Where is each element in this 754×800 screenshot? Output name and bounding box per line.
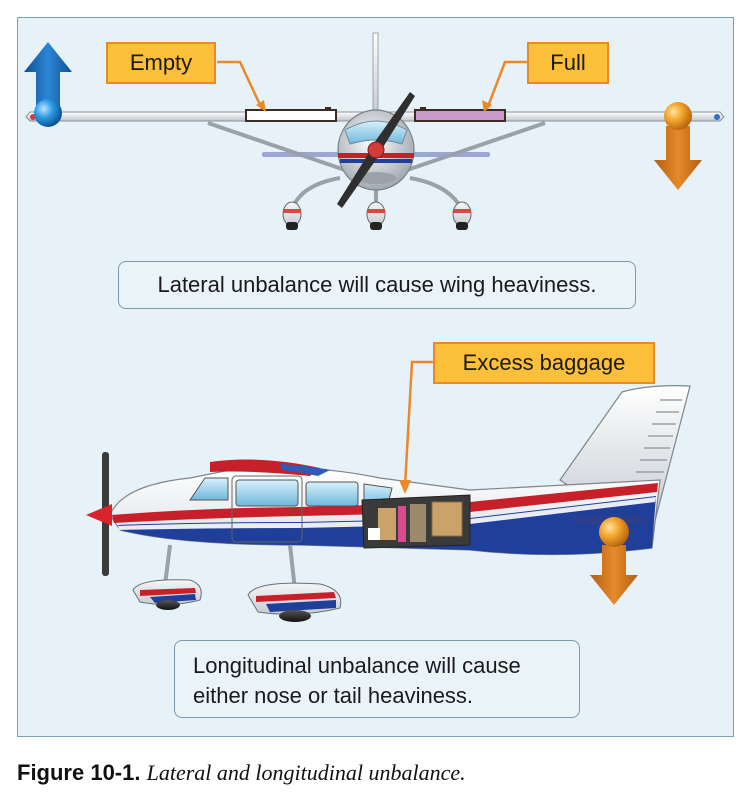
figure-caption: Figure 10-1. Lateral and longitudinal un… (17, 760, 466, 786)
spinner (367, 141, 385, 159)
excess-baggage-callout: Excess baggage (433, 342, 655, 384)
weight-ball-orange-bottom (599, 517, 629, 547)
rudder-hinge-lines (636, 399, 682, 473)
windshield-side (189, 477, 229, 501)
empty-leader-line (217, 60, 264, 110)
front-view-airplane (25, 32, 725, 230)
weight-ball-orange-top (664, 102, 692, 130)
cabin-window-front (235, 479, 299, 507)
full-fuel-tank (414, 109, 506, 122)
baggage-box-1 (378, 508, 396, 540)
cowl-inlet (356, 172, 396, 184)
empty-fuel-tank (245, 109, 337, 122)
main-gear-side (288, 544, 297, 591)
fuel-cap-right (420, 107, 426, 111)
wheel-left (282, 201, 302, 230)
main-gear-leg-right (409, 176, 464, 211)
baggage-box-3 (431, 501, 463, 537)
baggage-bag-white (368, 528, 380, 540)
baggage-box-2 (410, 504, 426, 542)
up-arrow-lift (24, 42, 72, 127)
down-arrow-heavy-wing (654, 102, 702, 190)
lateral-unbalance-caption: Lateral unbalance will cause wing heavin… (118, 261, 636, 309)
wheel-nose (366, 201, 386, 230)
nose-wheel-pant (132, 579, 202, 610)
wheel-right (452, 201, 472, 230)
figure-number: Figure 10-1. (17, 760, 141, 785)
side-stripe-red (112, 483, 658, 523)
main-gear-leg-left (290, 176, 341, 211)
wing-strut-left (207, 121, 346, 172)
propeller-blade-lower (337, 148, 380, 208)
full-leader-line (485, 60, 527, 110)
empty-callout: Empty (106, 42, 216, 84)
figure-title: Lateral and longitudinal unbalance. (146, 760, 466, 785)
nose-gear-side (163, 544, 172, 586)
wing-side (210, 459, 320, 476)
wing-side-blue (280, 464, 330, 476)
weight-ball-blue (34, 99, 62, 127)
cabin-door (231, 475, 303, 543)
down-arrow-tail-heavy (590, 517, 638, 605)
fuselage-stripe-blue (340, 159, 412, 163)
wingtip-light-right (714, 114, 720, 120)
full-callout: Full (527, 42, 609, 84)
wing-strut-right (406, 121, 546, 172)
fuel-cap-left (325, 107, 331, 111)
cabin-window-rear (305, 481, 359, 507)
main-wheel-pant (247, 582, 342, 622)
baggage-leader-line (403, 360, 433, 487)
baggage-item-pink (398, 506, 406, 542)
side-view-airplane (86, 385, 691, 622)
spinner-side (86, 504, 112, 526)
propeller-blade-upper (372, 92, 415, 152)
longitudinal-unbalance-caption: Longitudinal unbalance will cause either… (174, 640, 580, 718)
